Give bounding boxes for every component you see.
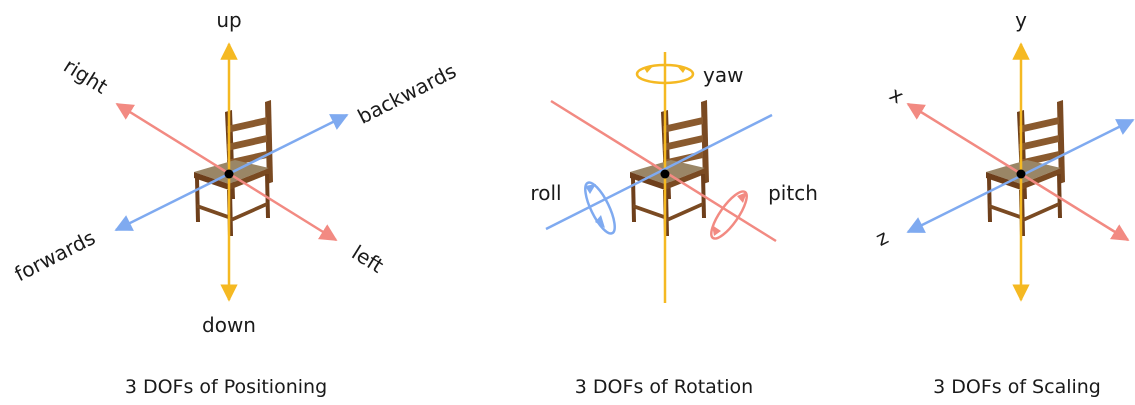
label-backwards: backwards: [354, 59, 460, 129]
label-right: right: [59, 53, 112, 98]
label-left: left: [348, 240, 388, 278]
label-forwards: forwards: [11, 225, 100, 286]
panel-positioning: up down right left backwards forwards 3 …: [11, 8, 460, 398]
label-down: down: [202, 313, 256, 337]
chair-image-positioning: [194, 100, 273, 236]
caption-rotation: 3 DOFs of Rotation: [575, 376, 753, 398]
label-up: up: [216, 8, 241, 32]
origin-dot: [1016, 169, 1026, 179]
caption-positioning: 3 DOFs of Positioning: [125, 376, 327, 398]
label-x: x: [885, 82, 908, 109]
panel-scaling: y x z 3 DOFs of Scaling: [872, 8, 1135, 398]
label-pitch: pitch: [768, 181, 818, 205]
origin-dot: [224, 169, 234, 179]
pitch-rotation-arrow: [710, 190, 748, 240]
label-y: y: [1015, 8, 1027, 32]
chair-image-scaling: [986, 100, 1065, 236]
yaw-rotation-arrow: [635, 63, 695, 85]
caption-scaling: 3 DOFs of Scaling: [933, 376, 1101, 398]
origin-dot: [660, 169, 670, 179]
label-roll: roll: [530, 181, 561, 205]
roll-rotation-arrow: [584, 181, 616, 235]
axis-roll: [545, 113, 773, 231]
label-z: z: [872, 225, 892, 251]
label-yaw: yaw: [703, 63, 743, 87]
panel-rotation: yaw roll pitch 3 DOFs of Rotation: [530, 52, 818, 398]
